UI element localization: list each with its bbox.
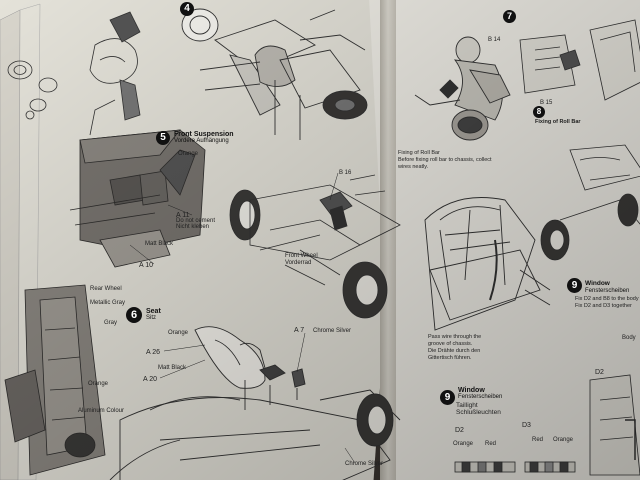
step-9-title-bottom: Window Fensterscheiben [458,387,503,401]
pass-wire-line2: groove of chassis. [428,340,473,347]
label-a20: A 20 [143,376,158,383]
step-9-badge-right: 9 [567,278,582,293]
label-orange-3: Orange [88,381,109,387]
window-fix-caption: Fix D2 and B8 to the body Fix D2 and D3 … [575,296,639,310]
label-gray: Gray [104,320,118,326]
step-5-badge: 5 [156,131,170,145]
step-9-badge-bottom: 9 [440,390,455,405]
fix-d3-line: Fix D2 and D3 together [575,302,632,309]
label-chrome-silver-2: Chrome Silver [345,461,384,467]
label-red-1: Red [485,441,497,447]
step-8-badge: 8 [533,106,545,118]
label-a11: A 11 [176,212,190,219]
label-orange-4: Orange [453,441,474,447]
roll-bar-fix-caption: Fixing of Roll Bar [535,119,581,125]
label-body: Body [622,335,636,341]
label-do-not-cement: Do not cement [176,218,216,224]
label-chrome-silver-1: Chrome Silver [313,328,352,334]
step-6-badge: 6 [126,307,142,323]
label-red-2: Red [532,437,544,443]
label-metallic-gray: Metallic Gray [90,300,126,306]
step-6-title: Seat Sitz [146,308,161,322]
pass-wire-line1: Pass wire through the [428,334,482,340]
label-nicht-kleben: Nicht kleben [176,224,210,230]
roll-bar-caption-line1: Fixing of Roll Bar [398,150,440,156]
label-orange-5: Orange [553,437,574,443]
label-taillight: Taillight [456,402,478,409]
pass-wire-caption: Pass wire through the groove of chassis.… [428,334,481,362]
label-b15: B 15 [540,100,553,106]
right-manual-page [368,0,640,480]
pass-wire-line3: Die Drähte durch den [428,347,481,354]
label-matt-black-1: Matt Black [145,241,174,247]
step-9-title-right: Window Fensterscheiben [585,280,630,294]
label-d2: D2 [455,427,464,434]
label-b14: B 14 [488,37,501,43]
label-front-wheel: Front Wheel [285,253,318,259]
label-schlussleuchten: Schlußleuchten [456,409,501,416]
fix-d2-line: Fix D2 and B8 to the body [575,296,639,302]
roll-bar-caption-line2: Before fixing roll bar to chassis, colle… [398,156,492,163]
label-orange-2: Orange [168,330,189,336]
label-a26: A 26 [146,349,161,356]
step-7-badge: 7 [503,10,516,23]
label-aluminum-colour: Aluminum Colour [78,408,125,414]
label-d2-right: D2 [595,369,604,376]
left-manual-page [0,0,408,480]
label-b16: B 16 [339,170,352,176]
pass-wire-line4: Gittertisch führen. [428,354,472,361]
page-gutter [380,0,396,480]
roll-bar-caption: Fixing of Roll Bar Before fixing roll ba… [398,150,492,171]
label-a10: A 10 [139,262,154,269]
label-rear-wheel: Rear Wheel [90,286,122,292]
step-5-title: Front Suspension Vordere Aufhängung [174,131,234,145]
label-vorderrad: Vorderrad [285,260,312,266]
label-a7: A 7 [294,327,305,334]
label-d3: D3 [522,422,531,429]
label-orange-1: Orange [178,151,199,157]
step-4-badge: 4 [180,2,194,16]
roll-bar-caption-line3: wires neatly. [398,163,429,170]
label-matt-black-2: Matt Black [158,365,187,371]
